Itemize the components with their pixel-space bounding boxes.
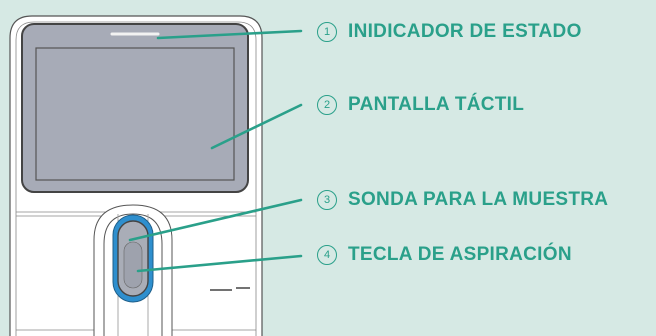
touch-screen <box>21 23 249 193</box>
callout-label: INIDICADOR DE ESTADO <box>348 21 582 42</box>
leader-line-1 <box>156 29 303 40</box>
callout-label: SONDA PARA LA MUESTRA <box>348 189 609 210</box>
leader-line-2 <box>210 103 303 150</box>
leader-lines <box>128 29 303 273</box>
callout-sample-probe: 3 SONDA PARA LA MUESTRA <box>300 185 608 215</box>
leader-line-3 <box>128 198 303 242</box>
callout-aspiration-key: 4 TECLA DE ASPIRACIÓN <box>300 240 572 270</box>
callout-label: PANTALLA TÁCTIL <box>348 94 525 115</box>
callout-number: 4 <box>317 245 337 265</box>
callout-number: 1 <box>317 22 337 42</box>
aspiration-key <box>123 241 143 289</box>
leader-line-4 <box>136 254 303 273</box>
callout-label: TECLA DE ASPIRACIÓN <box>348 244 572 265</box>
callout-touch-screen: 2 PANTALLA TÁCTIL <box>300 90 524 120</box>
callout-number: 2 <box>317 95 337 115</box>
callout-status-indicator: 1 INIDICADOR DE ESTADO <box>300 17 582 47</box>
callout-number: 3 <box>317 190 337 210</box>
